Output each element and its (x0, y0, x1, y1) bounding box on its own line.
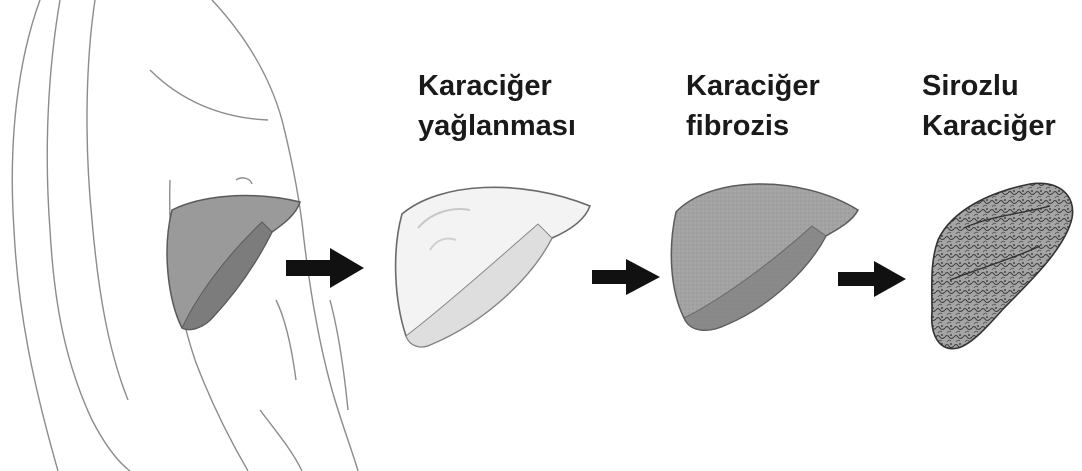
arrow-1 (286, 248, 364, 288)
arrow-2 (592, 259, 660, 295)
fibrosis-label-line-1: Karaciğer (686, 66, 820, 106)
arrow-3 (838, 261, 906, 297)
fatty-liver-label-line-2: yağlanması (418, 106, 576, 146)
fibrosis-liver (671, 184, 858, 330)
cirrhosis-label: Sirozlu Karaciğer (922, 66, 1056, 146)
fatty-liver-label-line-1: Karaciğer (418, 66, 576, 106)
fibrosis-label-line-2: fibrozis (686, 106, 820, 146)
cirrhosis-label-line-1: Sirozlu (922, 66, 1056, 106)
cirrhosis-liver (932, 183, 1073, 348)
fatty-liver (396, 187, 590, 347)
fibrosis-label: Karaciğer fibrozis (686, 66, 820, 146)
cirrhosis-label-line-2: Karaciğer (922, 106, 1056, 146)
fatty-liver-label: Karaciğer yağlanması (418, 66, 576, 146)
